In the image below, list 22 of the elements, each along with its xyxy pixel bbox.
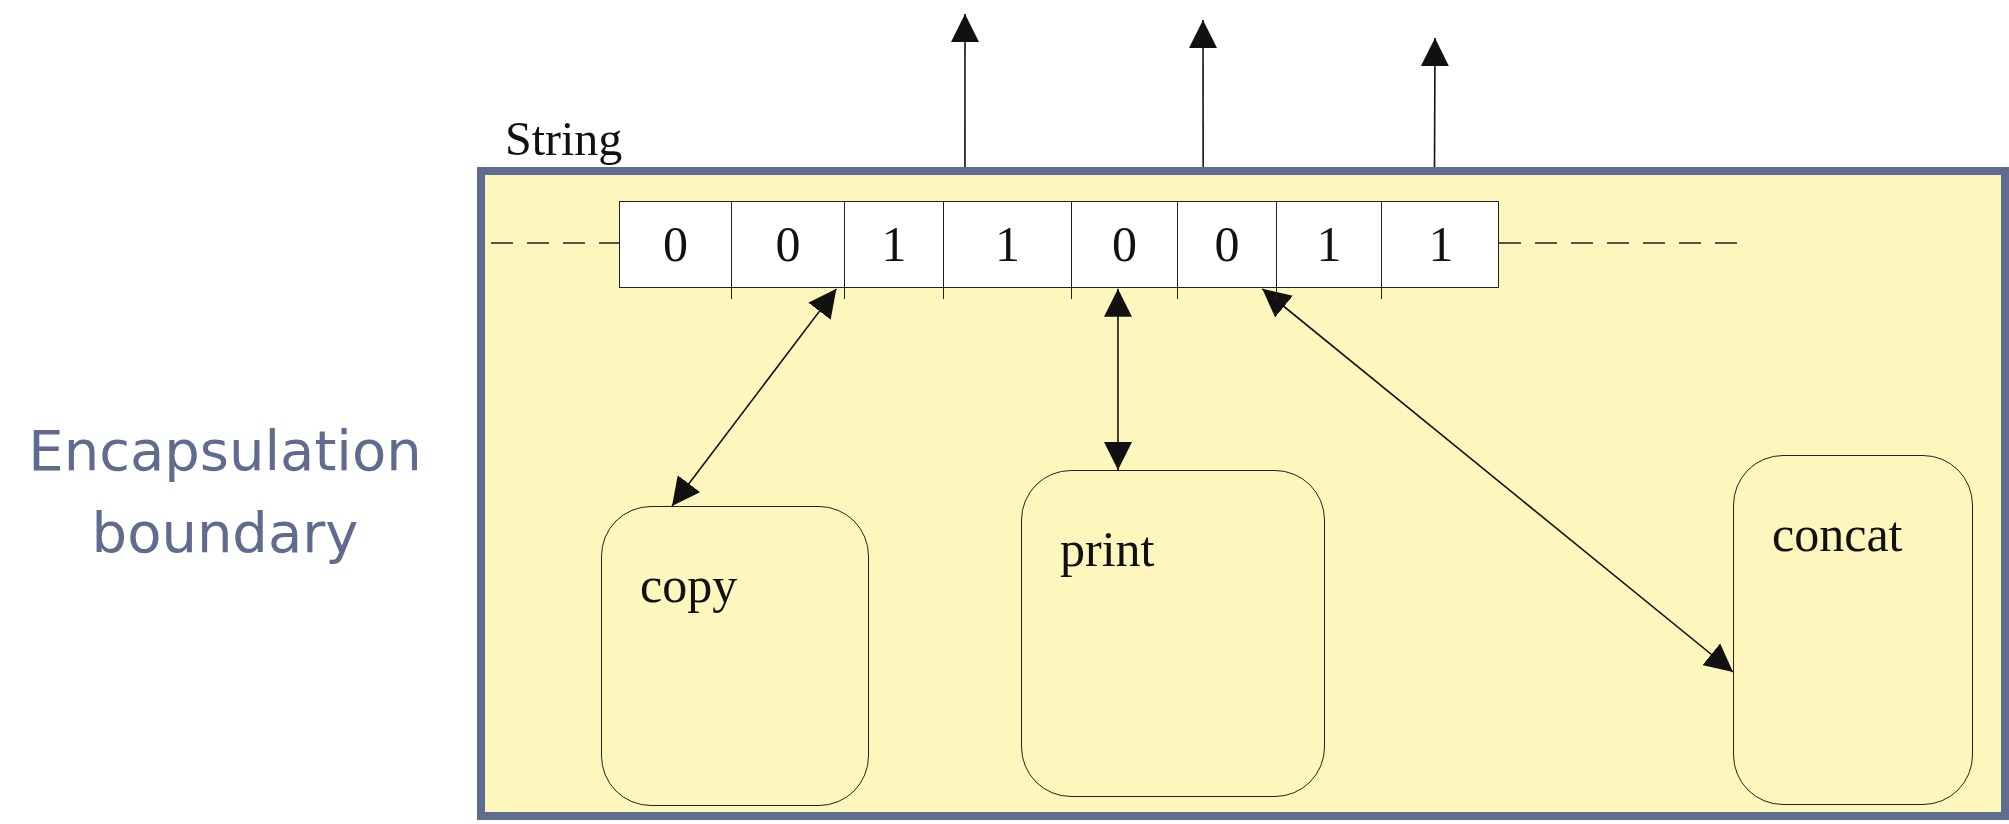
bit-value: 1 xyxy=(995,216,1020,272)
arrow xyxy=(951,13,979,168)
method-name: copy xyxy=(640,557,738,613)
bit-value: 1 xyxy=(881,216,907,272)
method-box xyxy=(601,506,869,806)
arrow xyxy=(1420,37,1449,168)
class-name: String xyxy=(505,113,623,165)
bit-value: 1 xyxy=(1316,216,1342,272)
arrow xyxy=(1103,288,1132,471)
method-name: concat xyxy=(1772,506,1903,562)
bit-value: 0 xyxy=(1112,216,1137,272)
bit-value: 1 xyxy=(1428,216,1454,272)
boundary-caption: Encapsulation boundary xyxy=(27,417,423,567)
method-box xyxy=(1733,455,1973,805)
method-name: print xyxy=(1060,521,1155,577)
bit-value: 0 xyxy=(663,216,688,272)
arrow xyxy=(671,288,838,507)
arrow xyxy=(1261,288,1734,673)
arrow xyxy=(1189,19,1218,168)
method-box xyxy=(1021,470,1325,797)
bit-value: 0 xyxy=(775,216,801,272)
bit-value: 0 xyxy=(1214,216,1240,272)
